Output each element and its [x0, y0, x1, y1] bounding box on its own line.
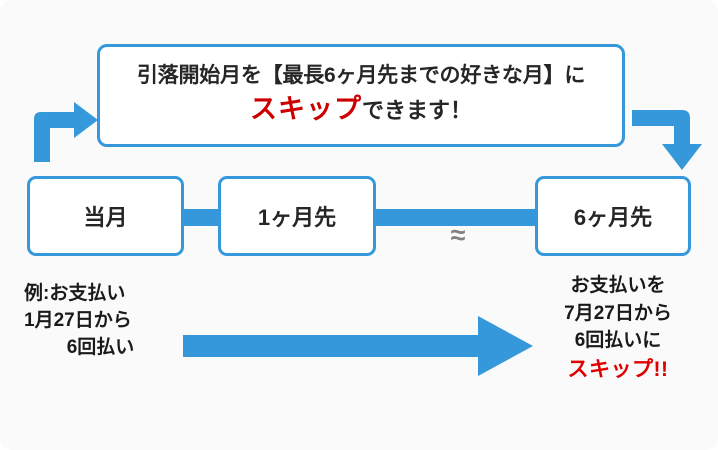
example-after-line-2: 7月27日から	[564, 302, 672, 324]
big-right-arrow-icon	[183, 316, 533, 376]
skip-callout-box: 引落開始月を【最長6ヶ月先までの好きな月】に スキップできます！	[97, 44, 625, 147]
callout-skip-suffix: できます！	[361, 98, 472, 124]
example-before-line-3: 6回払い	[66, 336, 135, 358]
timeline-box-six-months-ahead[interactable]: 6ヶ月先	[535, 176, 691, 256]
timeline-box-current-month[interactable]: 当月	[27, 176, 184, 256]
example-before-line-2: 1月27日から	[24, 309, 132, 331]
elbow-up-right-arrow-icon	[34, 102, 98, 162]
example-after-skip-highlight: スキップ!!	[567, 357, 669, 381]
callout-line-1: 引落開始月を【最長6ヶ月先までの好きな月】に	[136, 64, 586, 88]
timeline-connector-1	[372, 209, 539, 226]
callout-skip-highlight: スキップ	[249, 94, 362, 125]
example-after-text: お支払いを 7月27日から 6回払いに スキップ!!	[528, 272, 708, 385]
timeline-box-one-month-ahead[interactable]: 1ヶ月先	[218, 176, 376, 256]
example-before-line-1: 例:お支払い	[24, 283, 126, 304]
timeline-break-approx-symbol: ≈	[450, 220, 466, 250]
example-before-text: 例:お支払い 1月27日から 6回払い	[18, 281, 183, 362]
example-after-line-3: 6回払いに	[574, 330, 662, 352]
example-after-line-1: お支払いを	[570, 275, 666, 296]
callout-line-2: スキップできます！	[250, 91, 472, 127]
elbow-right-down-arrow-icon	[632, 110, 702, 170]
timeline-connector-0	[180, 209, 222, 226]
